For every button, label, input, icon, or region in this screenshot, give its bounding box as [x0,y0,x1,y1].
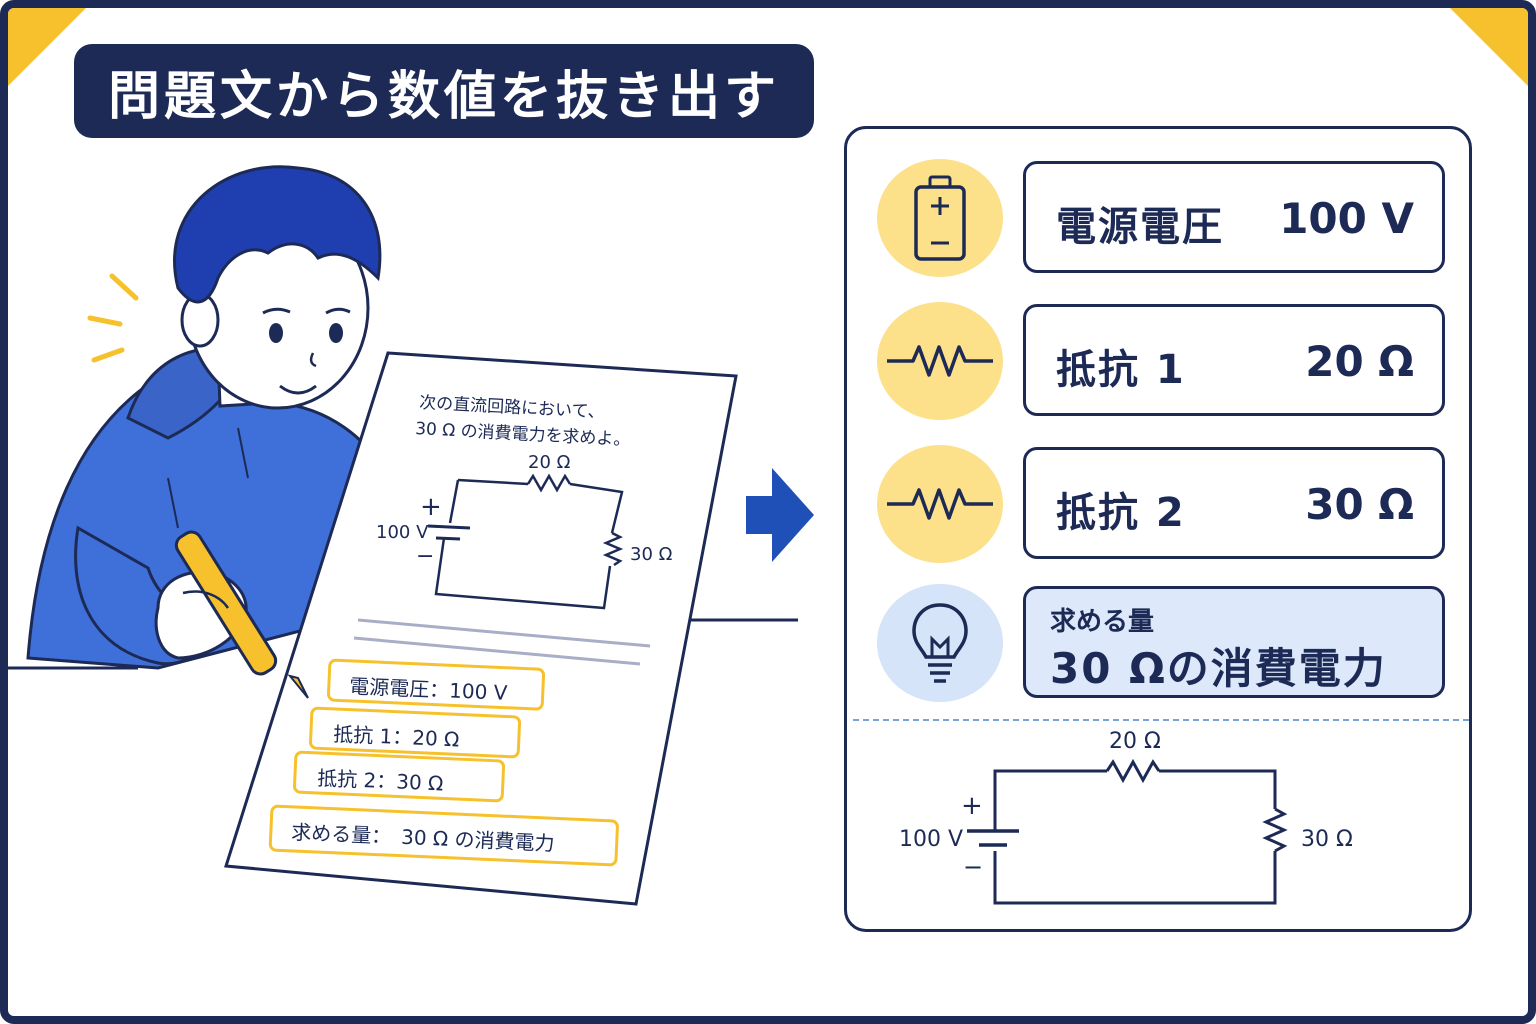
resistor-1-label: 抵抗 1 [1056,347,1186,393]
row-resistor-2: 抵抗 2 30 Ω [847,445,1475,563]
battery-icon-circle [877,159,1003,277]
panel-r2-label: 30 Ω [1301,827,1353,852]
voltage-box: 電源電圧 100 V [1023,161,1445,273]
row-target: 求める量 30 Ωの消費電力 [847,584,1475,702]
eye-right [329,323,343,343]
paper-minus-sign: − [416,544,435,569]
paper-r1-label: 20 Ω [528,452,571,473]
right-arrow-icon [746,468,814,562]
paper-circuit [427,473,624,610]
paper-highlight-r2: 抵抗 2：30 Ω [316,765,444,796]
resistor-2-label: 抵抗 2 [1056,490,1186,536]
corner-accent-top-left [8,8,86,86]
resistor-icon [887,345,993,377]
smile [279,384,317,395]
resistor-2-value: 30 Ω [1305,480,1414,529]
panel-circuit: 20 Ω + 100 V − 30 Ω [847,729,1475,935]
panel-voltage-label: 100 V [899,827,964,852]
paper-r2-label: 30 Ω [630,544,673,565]
resistor-icon-circle-1 [877,302,1003,420]
panel-minus-sign: − [963,853,984,881]
target-label: 求める量 [1050,607,1155,637]
panel-plus-sign: + [961,791,983,821]
resistor-1-box: 抵抗 1 20 Ω [1023,304,1445,416]
battery-icon [914,175,966,261]
panel-r1-label: 20 Ω [1109,729,1161,754]
paper-highlight-r1: 抵抗 1：20 Ω [332,721,460,752]
panel-divider [853,719,1469,721]
paper-plus-sign: + [420,492,442,522]
resistor-icon-circle-2 [877,445,1003,563]
row-resistor-1: 抵抗 1 20 Ω [847,302,1475,420]
paper-highlight-boxes [268,658,619,867]
eye-left [269,323,283,343]
page-title: 問題文から数値を抜き出す [107,66,780,127]
corner-accent-top-right [1450,8,1528,86]
resistor-1-value: 20 Ω [1305,337,1414,386]
title-badge: 問題文から数値を抜き出す [74,44,814,138]
circuit-diagram [967,758,1288,905]
row-voltage: 電源電圧 100 V [847,159,1475,277]
target-value: 30 Ωの消費電力 [1050,644,1387,693]
paper-voltage-label: 100 V [376,522,429,543]
student-illustration [8,165,798,906]
extracted-values-panel: 電源電圧 100 V 抵抗 1 20 Ω 抵抗 2 [844,126,1472,932]
light-bulb-icon-circle [877,584,1003,702]
light-bulb-icon [912,603,968,683]
resistor-icon [887,488,993,520]
highlighter-pen-icon [174,530,309,699]
hair [173,165,382,304]
voltage-label: 電源電圧 [1056,204,1224,250]
voltage-value: 100 V [1279,194,1414,243]
target-box: 求める量 30 Ωの消費電力 [1023,586,1445,698]
resistor-2-box: 抵抗 2 30 Ω [1023,447,1445,559]
